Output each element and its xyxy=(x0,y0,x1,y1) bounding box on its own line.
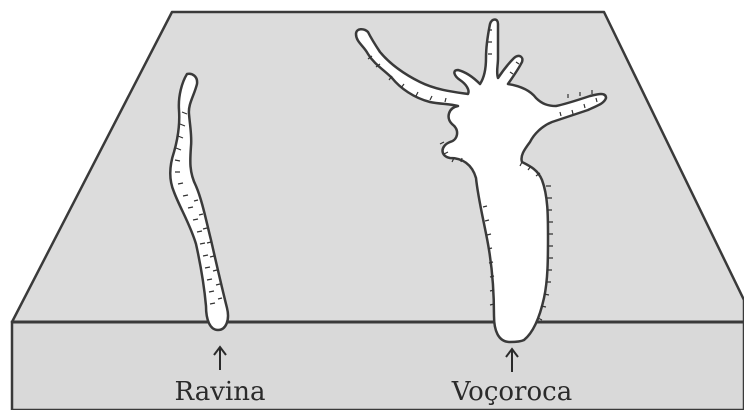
terrain-front-face xyxy=(12,322,744,410)
vocoroca-label: Voçoroca xyxy=(451,377,572,407)
ravina-label: Ravina xyxy=(175,377,266,407)
